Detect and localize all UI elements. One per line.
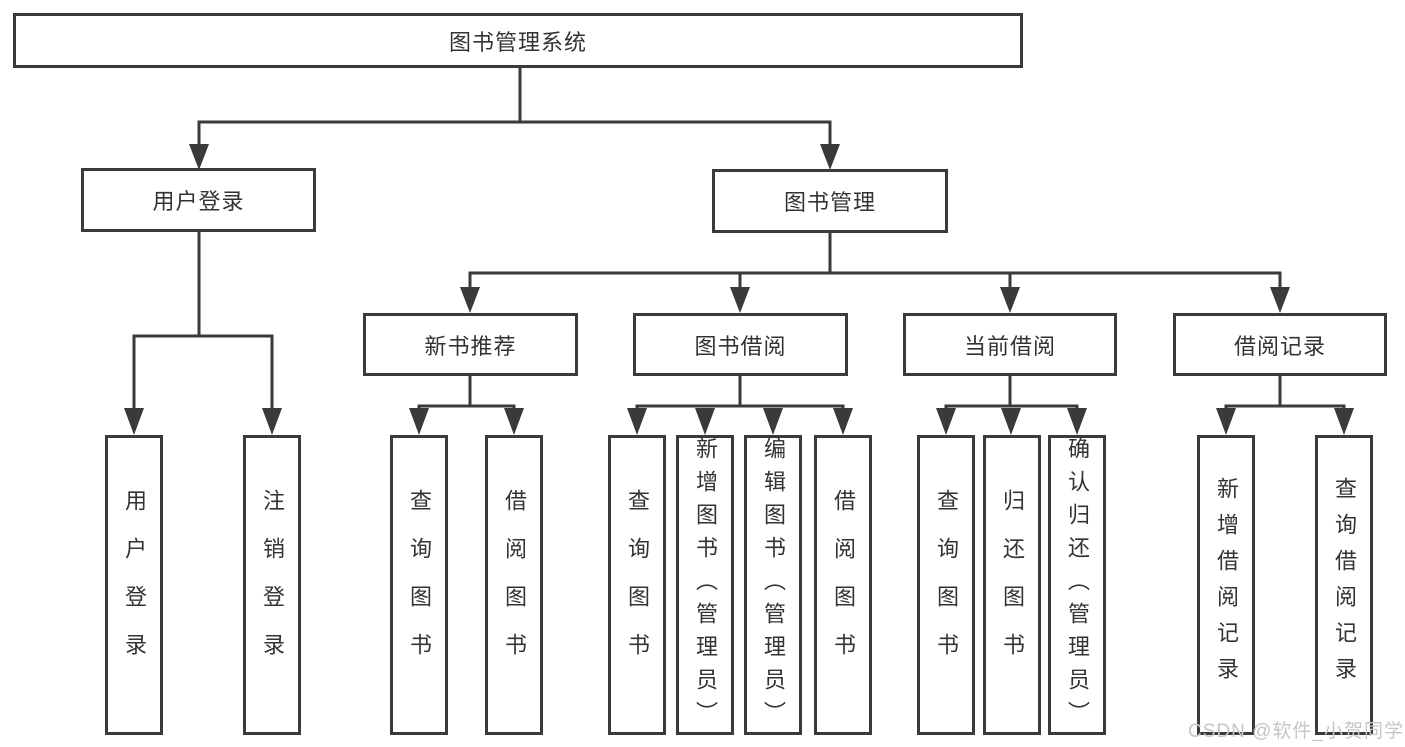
arrow-icon — [763, 408, 783, 435]
arrow-icon — [262, 408, 282, 435]
node-book-borrow: 图书借阅 — [633, 313, 848, 376]
leaf-confirm-return-admin: 确认归还（管理员） — [1048, 435, 1106, 735]
leaf-label: 确认归还（管理员） — [1065, 436, 1090, 734]
connector-bookmgmt-rail — [468, 271, 1282, 288]
arrow-icon — [1270, 287, 1290, 313]
arrow-icon — [1334, 408, 1354, 435]
arrow-icon — [460, 287, 480, 313]
leaf-borrow-book: 借阅图书 — [814, 435, 872, 735]
leaf-add-borrow-record: 新增借阅记录 — [1197, 435, 1255, 735]
connector-record-rail — [1224, 404, 1346, 408]
node-book-management: 图书管理 — [712, 169, 948, 233]
watermark: CSDN @软件_小贺同学 — [1188, 721, 1404, 742]
leaf-return-book: 归还图书 — [983, 435, 1041, 735]
leaf-query-book-borrow: 查询图书 — [608, 435, 666, 735]
arrow-icon — [695, 408, 715, 435]
connector-newbook-rail — [417, 404, 516, 408]
leaf-label: 借阅图书 — [831, 489, 856, 681]
leaf-label: 新增借阅记录 — [1214, 477, 1239, 693]
leaf-add-book-admin: 新增图书（管理员） — [676, 435, 734, 735]
arrow-icon — [124, 408, 144, 435]
leaf-label: 归还图书 — [1000, 489, 1025, 681]
connector-userlogin-rail — [132, 334, 274, 409]
arrow-icon — [504, 408, 524, 435]
leaf-query-book-recommend: 查询图书 — [390, 435, 448, 735]
arrow-icon — [730, 287, 750, 313]
arrow-icon — [1216, 408, 1236, 435]
node-borrow-record: 借阅记录 — [1173, 313, 1387, 376]
leaf-label: 查询图书 — [407, 489, 432, 681]
leaf-logout-login: 注销登录 — [243, 435, 301, 735]
leaf-label: 编辑图书（管理员） — [761, 436, 786, 734]
arrow-icon — [1067, 408, 1087, 435]
leaf-label: 查询图书 — [625, 489, 650, 681]
arrow-icon — [833, 408, 853, 435]
arrow-icon — [409, 408, 429, 435]
leaf-label: 查询借阅记录 — [1332, 477, 1357, 693]
arrowheads — [124, 144, 1354, 435]
node-library-management-system: 图书管理系统 — [13, 13, 1023, 68]
connector-root-to-level1 — [197, 120, 832, 145]
arrow-icon — [627, 408, 647, 435]
node-current-borrow: 当前借阅 — [903, 313, 1117, 376]
arrow-icon — [936, 408, 956, 435]
leaf-label: 借阅图书 — [502, 489, 527, 681]
arrow-icon — [1000, 287, 1020, 313]
connector-borrow-rail — [635, 404, 845, 408]
arrow-icon — [1001, 408, 1021, 435]
leaf-query-borrow-record: 查询借阅记录 — [1315, 435, 1373, 735]
node-new-book-recommend: 新书推荐 — [363, 313, 578, 376]
arrow-icon — [820, 144, 840, 170]
leaf-user-login: 用户登录 — [105, 435, 163, 735]
leaf-label: 用户登录 — [122, 489, 147, 681]
leaf-label: 注销登录 — [260, 489, 285, 681]
leaf-label: 新增图书（管理员） — [693, 436, 718, 734]
leaf-label: 查询图书 — [934, 489, 959, 681]
node-user-login: 用户登录 — [81, 168, 316, 232]
leaf-borrow-book-recommend: 借阅图书 — [485, 435, 543, 735]
leaf-edit-book-admin: 编辑图书（管理员） — [744, 435, 802, 735]
arrow-icon — [189, 144, 209, 170]
leaf-query-book-current: 查询图书 — [917, 435, 975, 735]
connector-current-rail — [944, 404, 1079, 408]
